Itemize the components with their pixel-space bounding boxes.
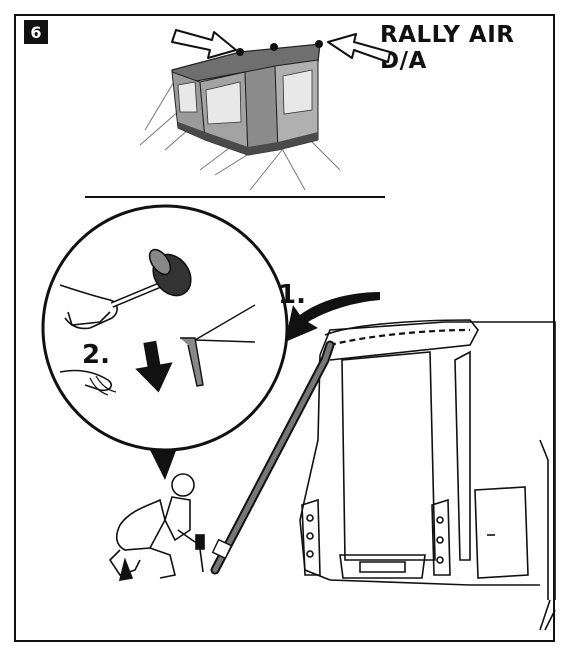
kneeling-person-figure — [110, 474, 204, 580]
left-pointer-arrow-icon — [172, 30, 236, 58]
caravan-illustration — [300, 320, 555, 630]
right-pointer-arrow-icon — [328, 34, 390, 62]
step-1-label: 1. — [278, 280, 306, 310]
step-2-label: 2. — [82, 340, 110, 370]
awning-illustration — [140, 30, 390, 190]
detail-magnifier — [43, 206, 287, 480]
